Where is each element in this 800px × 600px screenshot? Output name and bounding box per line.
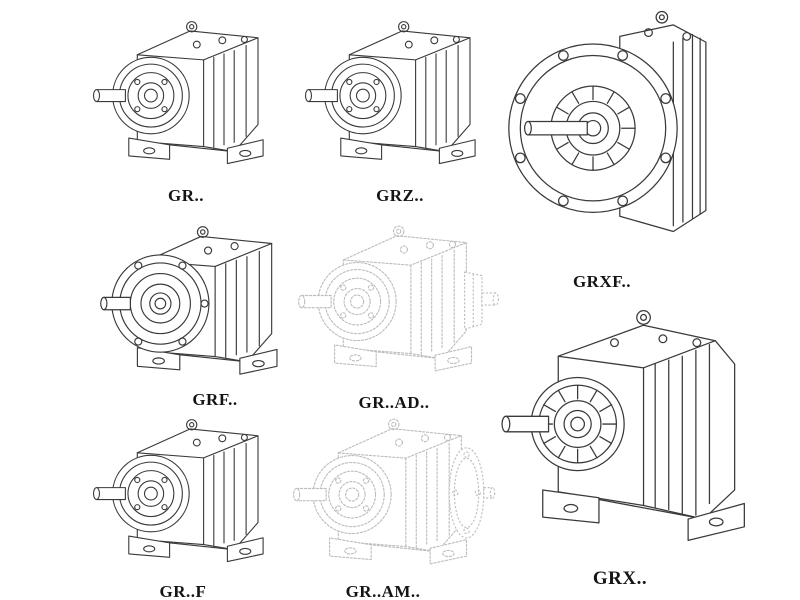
gearbox-grxf-drawing (505, 2, 725, 264)
gearbox-grf-drawing (95, 222, 307, 386)
figure-label-grz: GRZ.. (376, 186, 424, 205)
figure-label-gr: GR.. (168, 186, 204, 205)
figure-label-grf: GRF.. (192, 390, 238, 409)
figure-label-grxf: GRXF.. (572, 272, 632, 291)
gearbox-gr-f-drawing (88, 414, 292, 574)
figure-label-gr-f: GR..F (159, 582, 207, 600)
figure-label-grx: GRX.. (592, 568, 648, 589)
figure-label-gr-am: GR..AM.. (345, 582, 421, 600)
gearbox-gr-drawing (88, 16, 292, 176)
figure-label-gr-ad: GR..AD.. (358, 393, 430, 412)
gearbox-grx-drawing (498, 300, 760, 552)
gearbox-gr-am-drawing (288, 414, 496, 576)
gearbox-gr-ad-drawing (293, 220, 499, 384)
gearbox-grz-drawing (300, 16, 504, 176)
